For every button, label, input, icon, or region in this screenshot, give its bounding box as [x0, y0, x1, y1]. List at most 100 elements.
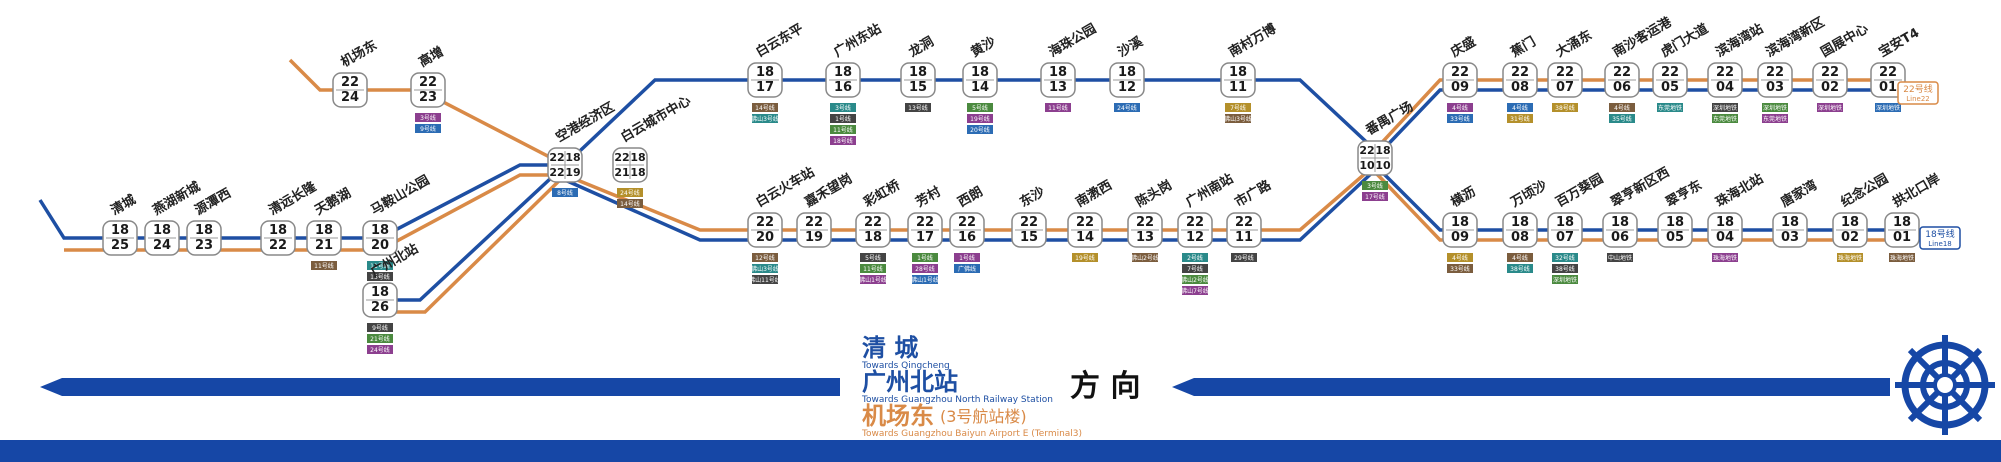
station-name: 蕉门: [1508, 34, 1539, 61]
transfer-tag-label: 33号线: [1450, 265, 1470, 273]
station-code: 22: [1451, 65, 1469, 80]
transfer-tag: [1447, 264, 1473, 273]
station-code: 18: [1666, 215, 1684, 230]
line18-badge: 18号线 Line18: [1919, 226, 1961, 250]
transfer-tag-label: 21号线: [370, 335, 390, 343]
transfer-tag-label: 佛山3号线: [751, 115, 779, 123]
station-code: 05: [1666, 230, 1684, 245]
direction-gzn-cn: 广州北站: [862, 368, 958, 396]
transfer-tag: [830, 103, 856, 112]
station-code: 18: [1841, 215, 1859, 230]
station-name: 彩虹桥: [860, 177, 904, 211]
station-name: 机场东: [338, 37, 380, 70]
station-name: 纪念公园: [1838, 171, 1891, 211]
transfer-tag: [912, 253, 938, 262]
transfer-tag-label: 13号线: [908, 104, 928, 112]
transfer-tag: [752, 103, 778, 112]
transfer-tag-label: 9号线: [372, 324, 388, 332]
station-code: 18: [1451, 215, 1469, 230]
station-name: 天鹅湖: [312, 185, 354, 218]
transfer-tag: [830, 136, 856, 145]
station-name: 广州东站: [831, 21, 884, 61]
station-name: 西朗: [955, 184, 986, 211]
transfer-tag: [367, 323, 393, 332]
transfer-tag: [1712, 103, 1738, 112]
transfer-tag: [1762, 103, 1788, 112]
station-code: 18: [864, 230, 882, 245]
transfer-tag-label: 佛山2号线: [1181, 276, 1209, 284]
transfer-tag-label: 5号线: [865, 254, 881, 262]
station-code: 16: [834, 80, 852, 95]
transfer-tag-label: 佛山2号线: [1131, 254, 1159, 262]
station-code: 22: [549, 166, 564, 179]
station-code: 25: [111, 238, 129, 253]
station-code: 18: [1716, 215, 1734, 230]
station-code: 18: [909, 65, 927, 80]
transfer-tag-label: 佛山3号线: [751, 265, 779, 273]
station-code: 12: [1118, 80, 1136, 95]
transfer-tag-label: 1号线: [917, 254, 933, 262]
transfer-tag-label: 31号线: [1510, 115, 1530, 123]
line22-badge-en: Line22: [1906, 95, 1930, 103]
station-name: 广州南站: [1183, 171, 1236, 211]
station-code: 22: [1359, 144, 1374, 157]
bottom-band: [0, 440, 2001, 462]
station-name: 白云东平: [753, 21, 806, 61]
transfer-tag: [367, 261, 393, 270]
transfer-tag: [1609, 103, 1635, 112]
station-code: 21: [614, 166, 629, 179]
transfer-tag: [1607, 253, 1633, 262]
station-name: 市广路: [1232, 177, 1275, 211]
direction-airport-cn: 机场东: [862, 402, 934, 430]
line22-badge-cn: 22号线: [1903, 83, 1932, 95]
transfer-tag: [1447, 103, 1473, 112]
transfer-tag: [1362, 181, 1388, 190]
station-code: 18: [1556, 215, 1574, 230]
station-name: 百万葵园: [1553, 171, 1606, 211]
transfer-tag: [1552, 103, 1578, 112]
transfer-tag: [967, 114, 993, 123]
station-code: 22: [756, 215, 774, 230]
direction-label: 方 向: [1070, 369, 1140, 404]
direction-gzn-en: Towards Guangzhou North Railway Station: [861, 395, 1053, 405]
station-code: 14: [1076, 230, 1094, 245]
station-code: 18: [630, 166, 645, 179]
station-code: 01: [1879, 80, 1897, 95]
transfer-tag-label: 东莞地铁: [1763, 115, 1787, 123]
transfer-tag: [1889, 253, 1915, 262]
station-code: 16: [958, 230, 976, 245]
transfer-tag: [1132, 253, 1158, 262]
line22-east-upper2: [1373, 88, 1898, 160]
